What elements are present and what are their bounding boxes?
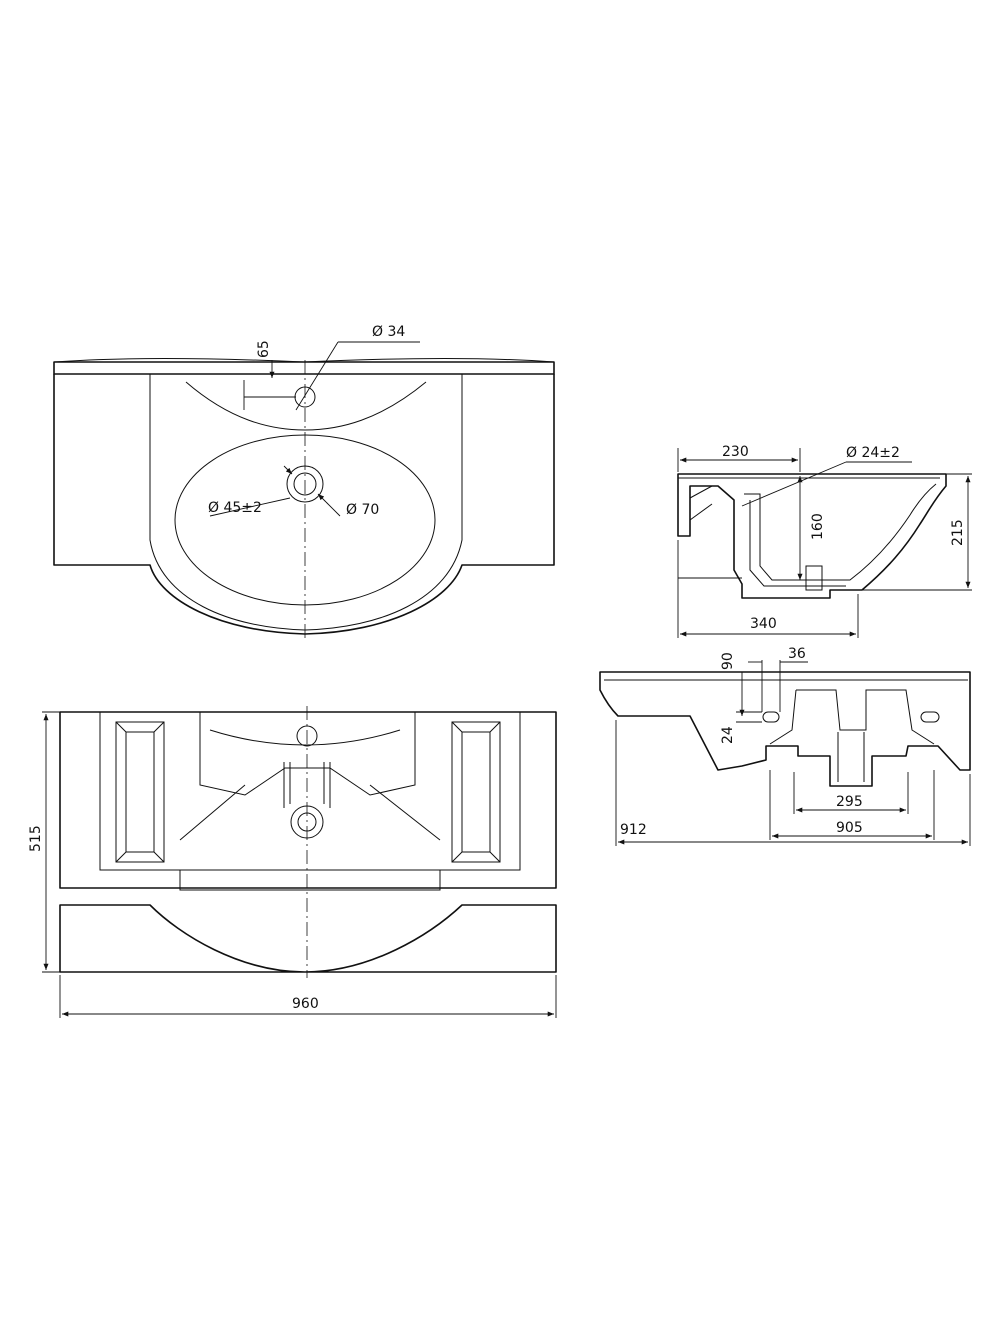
overflow-width-label: 36 xyxy=(788,646,806,662)
drain-spacing-label: 295 xyxy=(836,794,863,810)
depth-top-label: 230 xyxy=(722,444,749,460)
front-section-outline xyxy=(599,671,971,787)
dim-overflow: Ø 24±2 xyxy=(741,445,912,507)
depth-label: 515 xyxy=(28,825,44,852)
dim-bowl-depth: 160 xyxy=(797,476,826,580)
dim-tap-hole: Ø 34 xyxy=(295,324,420,411)
left-support-rib xyxy=(115,721,165,863)
tap-offset-label: 65 xyxy=(256,340,272,358)
bottom-view: 515 960 xyxy=(28,706,557,1018)
dim-depth-top: 230 xyxy=(677,444,801,472)
width-inner-label: 905 xyxy=(836,820,863,836)
basin-bottom-outline xyxy=(59,711,557,973)
tap-hole-dia-label: Ø 34 xyxy=(372,324,405,340)
width-label: 960 xyxy=(292,996,319,1012)
dim-tap-offset: 65 xyxy=(243,340,296,410)
height-label: 215 xyxy=(950,519,966,546)
dim-overflow-height: 90 xyxy=(720,652,745,716)
drain-dia-label: Ø 45±2 xyxy=(208,500,262,516)
dim-width-total: 912 xyxy=(615,720,971,846)
overflow-height-label: 90 xyxy=(720,652,736,670)
front-section: 90 36 24 295 905 xyxy=(599,646,971,846)
dim-depth: 515 xyxy=(28,711,60,973)
dim-overall-depth: 340 xyxy=(677,540,859,638)
dim-drain: Ø 45±2 Ø 70 xyxy=(208,465,379,518)
dim-width: 960 xyxy=(59,975,557,1018)
side-section: 230 Ø 24±2 160 215 340 xyxy=(677,444,972,638)
dim-overflow-slot: 24 xyxy=(720,711,762,744)
dim-drain-spacing: 295 xyxy=(793,772,909,814)
width-total-label: 912 xyxy=(620,822,647,838)
overall-depth-label: 340 xyxy=(750,616,777,632)
bowl-depth-label: 160 xyxy=(810,513,826,540)
right-support-rib xyxy=(451,721,501,863)
overflow-slot-label: 24 xyxy=(720,726,736,744)
drain-outer-label: Ø 70 xyxy=(346,502,379,518)
dim-overflow-width: 36 xyxy=(748,646,808,712)
overflow-dia-label: Ø 24±2 xyxy=(846,445,900,461)
basin-top-outline xyxy=(53,358,555,635)
dim-width-inner: 905 xyxy=(769,770,935,840)
top-view: Ø 34 65 Ø 45±2 Ø 70 xyxy=(53,324,555,640)
dim-height: 215 xyxy=(862,473,972,591)
